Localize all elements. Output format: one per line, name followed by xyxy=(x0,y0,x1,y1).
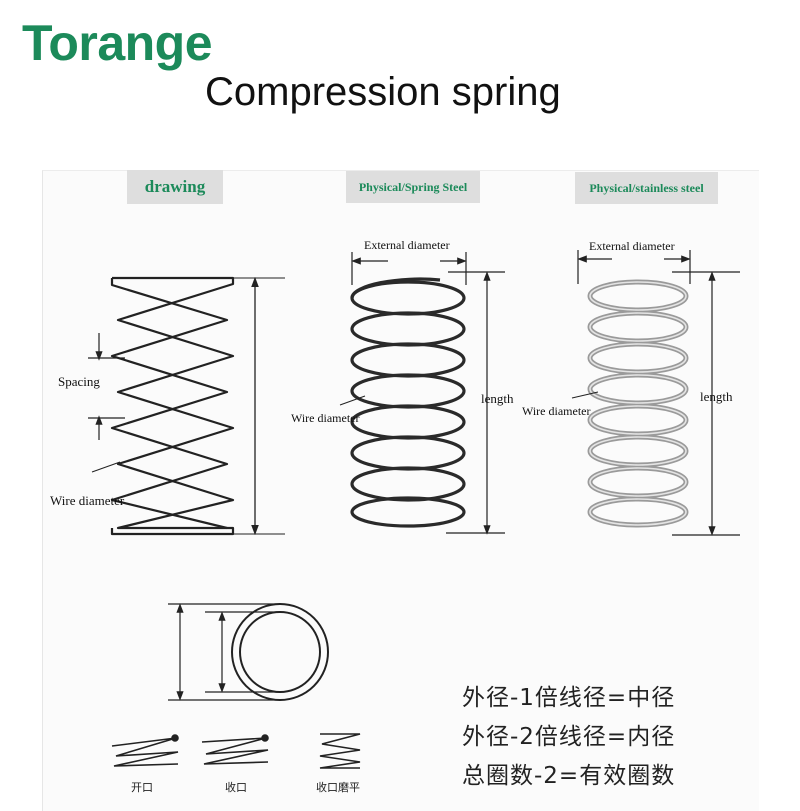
spring-steel-coil xyxy=(350,277,466,528)
wire-diameter-leader-drawing xyxy=(91,461,121,473)
tab-spring-steel-label: Physical/Spring Steel xyxy=(358,179,468,194)
stainless-dimensions xyxy=(571,250,740,536)
steel-dimensions xyxy=(339,252,505,535)
ring-dimensions xyxy=(168,603,280,701)
wire-diameter-label-steel: Wire diameter xyxy=(291,411,360,425)
end-type-closed-ground-icon xyxy=(319,733,361,769)
formula-middle-diameter: 外径-1倍线径=中径 xyxy=(462,685,676,711)
tab-drawing-label: drawing xyxy=(144,177,206,196)
tab-drawing: drawing xyxy=(127,170,223,204)
end-type-closed-caption: 收口 xyxy=(225,781,247,794)
length-label-steel: length xyxy=(481,391,514,406)
drawing-spring-outline xyxy=(110,276,285,536)
external-diameter-label-stainless: External diameter xyxy=(589,239,675,253)
content-panel xyxy=(42,170,759,811)
external-diameter-label-steel: External diameter xyxy=(364,238,450,252)
tab-stainless-steel-label: Physical/stainless steel xyxy=(589,180,704,195)
page-title: Compression spring xyxy=(205,70,561,114)
spacing-label: Spacing xyxy=(58,374,100,389)
end-type-closed-ground-caption: 收口磨平 xyxy=(316,781,360,794)
wire-diameter-label-drawing: Wire diameter xyxy=(50,493,125,508)
formula-inner-diameter: 外径-2倍线径=内径 xyxy=(462,724,676,750)
spacing-dimension xyxy=(88,333,125,440)
length-label-stainless: length xyxy=(700,389,733,404)
end-type-closed-icon xyxy=(201,734,269,765)
wire-diameter-label-stainless: Wire diameter xyxy=(522,404,591,418)
end-type-open-icon xyxy=(111,734,179,767)
formula-effective-coils: 总圈数-2=有效圈数 xyxy=(462,763,676,789)
tab-spring-steel: Physical/Spring Steel xyxy=(346,171,480,203)
end-type-open-caption: 开口 xyxy=(131,781,153,794)
stainless-coil-highlight xyxy=(589,281,687,526)
brand-logo: Torange xyxy=(22,15,213,71)
tab-stainless-steel: Physical/stainless steel xyxy=(575,172,718,204)
ring-cross-section xyxy=(231,603,329,701)
